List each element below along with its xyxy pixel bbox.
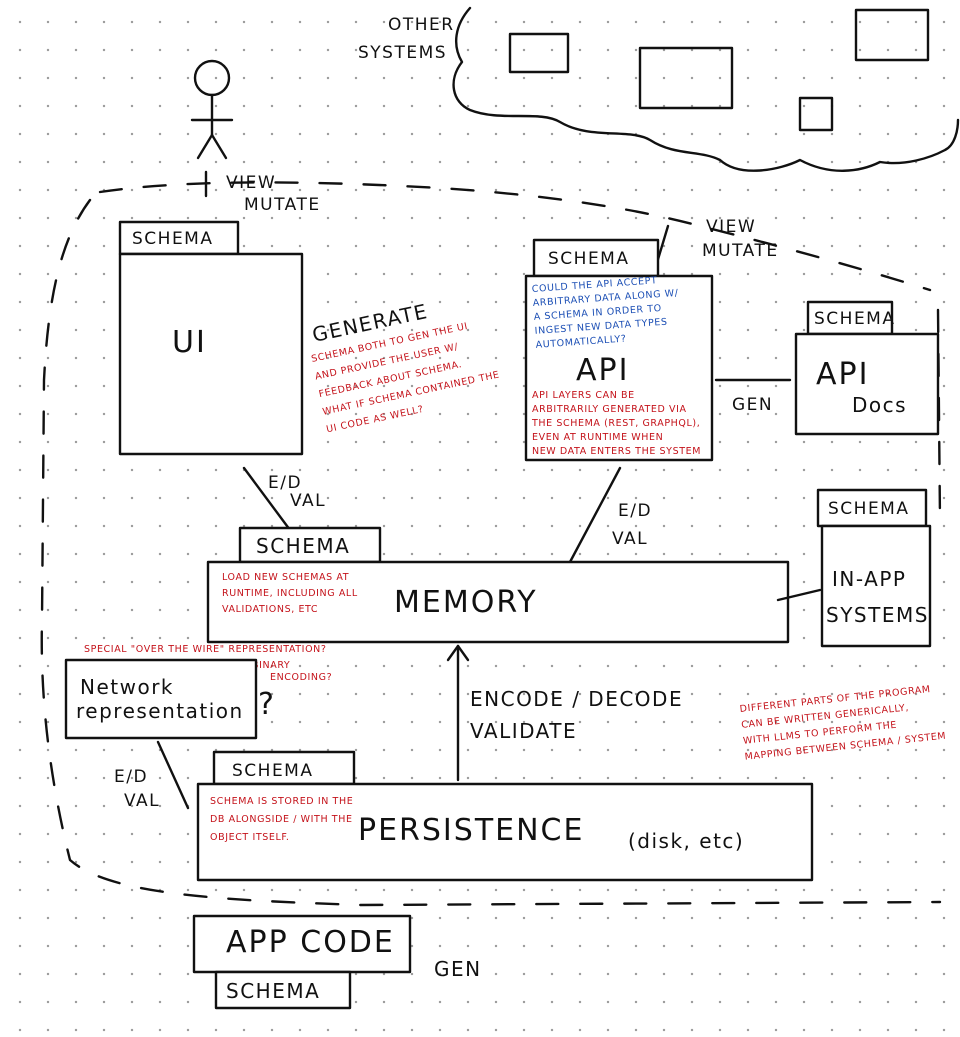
val-network-label: VAL (124, 791, 160, 811)
memory-label: MEMORY (394, 585, 538, 620)
encode-decode-label: ENCODE / DECODE (470, 687, 683, 711)
inapp-label: IN-APP (832, 567, 906, 591)
inapp-notes: DIFFERENT PARTS OF THE PROGRAM CAN BE WR… (739, 684, 947, 763)
memory-notes: LOAD NEW SCHEMAS AT RUNTIME, INCLUDING A… (222, 572, 358, 615)
memory-schema-tab (238, 526, 382, 564)
network-sublabel: representation (76, 699, 244, 723)
systems-label: SYSTEMS (358, 43, 447, 63)
inapp-schema-tab (816, 488, 928, 528)
memory-box (206, 560, 790, 644)
api-red-note-line: NEW DATA ENTERS THE SYSTEM (532, 446, 701, 457)
memory-note-line: RUNTIME, INCLUDING ALL (222, 588, 358, 599)
cloud-icon (452, 6, 960, 172)
inapp-schema-label: SCHEMA (828, 499, 909, 519)
app-code-label: APP CODE (226, 925, 395, 960)
api-docs-box (794, 332, 940, 436)
other-systems-cloud (452, 6, 960, 172)
ed-ui-label: E/D (268, 473, 302, 493)
view-label-api: VIEW (706, 217, 756, 237)
api-docs-sublabel: Docs (852, 393, 907, 417)
persistence-note-line: OBJECT ITSELF. (210, 832, 290, 843)
external-system-box (508, 32, 570, 74)
docs-schema-tab (806, 300, 894, 336)
network-persistence-connector (156, 740, 190, 810)
wire-note-line: ENCODING? (270, 672, 332, 683)
network-question: ? (258, 687, 276, 722)
arrow-head-icon (446, 644, 470, 662)
persistence-note-line: DB ALONGSIDE / WITH THE (210, 814, 353, 825)
external-system-box (638, 46, 734, 110)
api-docs-label: API (816, 357, 869, 392)
wire-notes: SPECIAL "OVER THE WIRE" REPRESENTATION? … (84, 644, 332, 683)
inapp-sublabel: SYSTEMS (826, 603, 929, 627)
ed-api-label: E/D (618, 501, 652, 521)
app-boundary-top (98, 181, 932, 292)
val-api-label: VAL (612, 529, 648, 549)
network-label: Network (80, 675, 174, 699)
external-system-box (854, 8, 930, 62)
val-ui-label: VAL (290, 491, 326, 511)
api-red-note-line: EVEN AT RUNTIME WHEN (532, 432, 663, 443)
wire-note-line: SPECIAL "OVER THE WIRE" REPRESENTATION? (84, 644, 327, 655)
memory-schema-label: SCHEMA (256, 534, 350, 558)
stick-figure-icon (190, 59, 234, 160)
app-schema-box (214, 970, 352, 1010)
persistence-label: PERSISTENCE (358, 813, 584, 848)
api-schema-label: SCHEMA (548, 249, 629, 269)
validate-label: VALIDATE (470, 719, 577, 743)
ui-schema-tab (118, 220, 240, 256)
persistence-suffix: (disk, etc) (628, 829, 744, 853)
persistence-note-line: SCHEMA IS STORED IN THE (210, 796, 353, 807)
api-red-note-line: API LAYERS CAN BE (532, 390, 635, 401)
api-red-note-line: THE SCHEMA (REST, GRAPHQL), (531, 418, 700, 429)
ui-box (118, 252, 304, 456)
api-red-notes: API LAYERS CAN BE ARBITRARILY GENERATED … (531, 390, 701, 457)
ui-schema-label: SCHEMA (132, 229, 213, 249)
memory-note-line: LOAD NEW SCHEMAS AT (222, 572, 349, 583)
api-memory-connector (568, 466, 622, 564)
mutate-label-user: MUTATE (244, 195, 321, 215)
external-system-box (798, 96, 834, 132)
persistence-schema-label: SCHEMA (232, 761, 313, 781)
memory-inapp-connector (776, 588, 822, 602)
api-label: API (576, 353, 629, 388)
network-representation-box (64, 658, 258, 740)
other-label: OTHER (388, 15, 455, 35)
gen-docs-label: GEN (732, 395, 773, 415)
wire-note-line: BINARY (252, 660, 290, 671)
memory-note-line: VALIDATIONS, ETC (222, 604, 318, 615)
api-red-note-line: ARBITRARILY GENERATED VIA (532, 404, 687, 415)
inapp-box (820, 524, 932, 648)
app-schema-label: SCHEMA (226, 979, 320, 1003)
mutate-label-api: MUTATE (702, 241, 779, 261)
persistence-box (196, 782, 814, 882)
persistence-notes: SCHEMA IS STORED IN THE DB ALONGSIDE / W… (210, 796, 353, 843)
docs-schema-label: SCHEMA (814, 309, 895, 329)
gen-app-label: GEN (434, 957, 482, 981)
ui-memory-connector (242, 466, 292, 532)
api-box (524, 274, 714, 462)
ui-label: UI (172, 325, 207, 360)
app-code-box (192, 914, 412, 974)
persistence-schema-tab (212, 750, 356, 786)
ed-network-label: E/D (114, 767, 148, 787)
app-boundary (40, 198, 942, 907)
